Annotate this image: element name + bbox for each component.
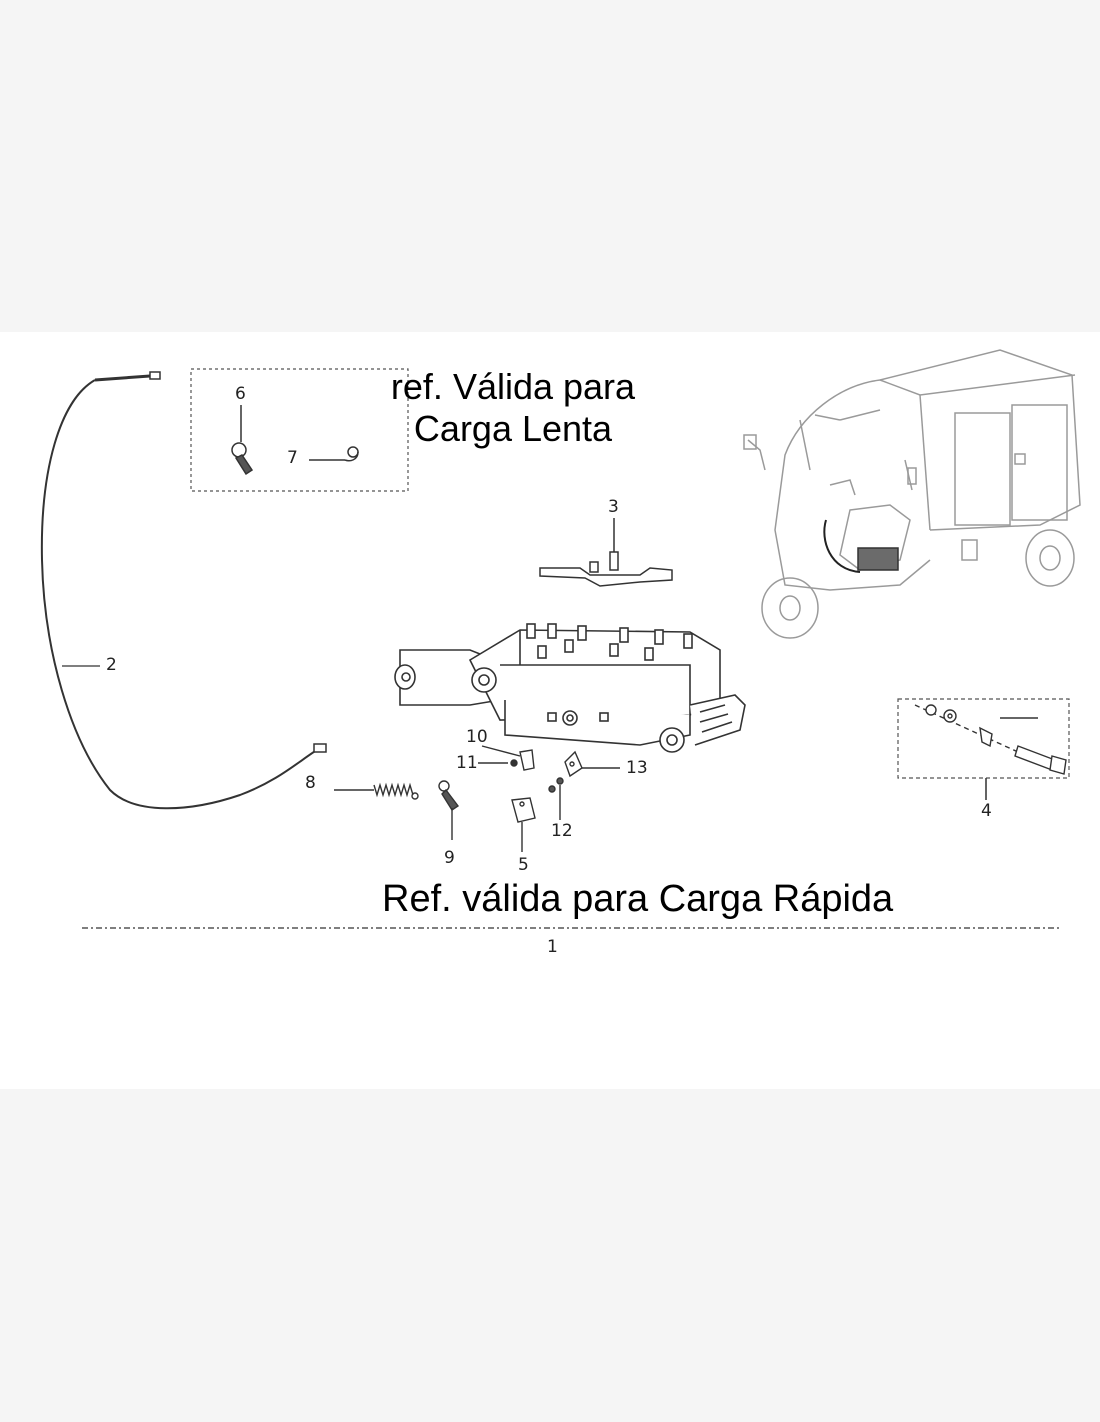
slow-charge-caption: ref. Válida para Carga Lenta [386,366,640,450]
part-4-hardware [914,704,1067,800]
part-4-box [897,698,1070,779]
part-3-bracket [539,518,673,587]
slow-charge-caption-line-1: ref. Válida para [390,366,636,407]
callout-10: 10 [466,727,488,747]
part-13-plate [564,750,620,778]
callout-2: 2 [106,655,117,675]
fast-charge-caption: Ref. válida para Carga Rápida [382,878,894,920]
part-6-lug [231,405,254,476]
part-9-lug [438,780,460,840]
callout-1: 1 [547,937,558,957]
charger-frame-assembly [394,623,746,753]
callout-5: 5 [518,855,529,875]
callout-7: 7 [287,448,298,468]
callout-12: 12 [551,821,573,841]
callout-3: 3 [608,497,619,517]
slow-charge-parts-box [190,368,409,492]
callout-4: 4 [981,801,992,821]
callout-8: 8 [305,773,316,793]
slow-charge-caption-line-2: Carga Lenta [413,408,613,449]
part-5-bracket [511,797,536,852]
part-10-11-clip [478,745,535,771]
callout-leaders [62,665,987,800]
callout-9: 9 [444,848,455,868]
part-8-spring [334,782,419,800]
vehicle-illustration [743,349,1081,639]
part-12-screws [548,777,564,820]
callout-11: 11 [456,753,478,773]
callout-13: 13 [626,758,648,778]
part-7-clip [309,446,359,462]
callout-6: 6 [235,384,246,404]
cable-part-2 [40,371,327,810]
